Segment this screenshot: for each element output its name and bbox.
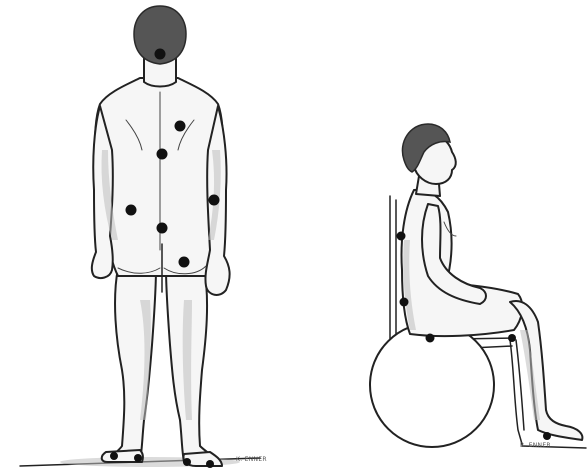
pressure-point-left-hip <box>126 205 137 216</box>
pressure-point-left-heel-outer <box>110 452 118 460</box>
torso <box>95 78 223 276</box>
pressure-point-right-heel <box>183 458 191 466</box>
pressure-point-sacrum-seated <box>400 298 409 307</box>
pressure-point-heel-seated <box>543 432 551 440</box>
pressure-point-scapula-seated <box>397 232 406 241</box>
seated-lower-leg <box>510 301 582 440</box>
pressure-point-occiput <box>155 49 166 60</box>
wheelchair-legrest <box>510 340 522 444</box>
right-leg <box>166 268 218 462</box>
seated-torso <box>402 190 523 336</box>
pressure-point-scapula <box>175 121 186 132</box>
pressure-point-ischium <box>179 257 190 268</box>
pressure-point-right-toe <box>206 460 214 468</box>
artist-signature-seated: R. ENNER <box>520 442 551 449</box>
pressure-point-sacrum <box>157 223 168 234</box>
pressure-point-right-elbow <box>209 195 220 206</box>
standing-figure-back-view <box>20 6 260 468</box>
pressure-point-knee-back <box>508 334 516 342</box>
pressure-point-thoracic-spine <box>157 149 168 160</box>
pressure-point-left-heel-inner <box>134 454 142 462</box>
pressure-point-ischium-seated <box>426 334 435 343</box>
seated-figure-side-view <box>370 124 586 448</box>
artist-signature-standing: K. ENNER <box>236 456 267 463</box>
